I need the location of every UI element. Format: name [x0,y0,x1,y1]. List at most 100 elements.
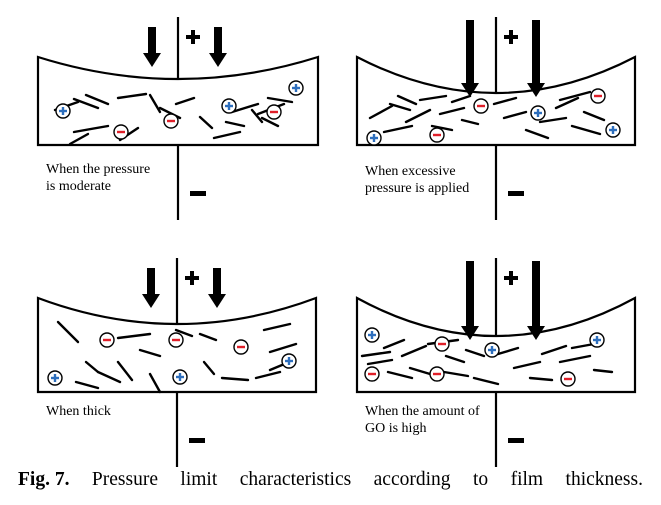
panel-high-go [355,258,637,467]
go-flake [148,93,162,114]
pressure-arrow-right-icon [209,27,227,67]
plus-terminal-icon [186,30,200,44]
go-flake [148,372,162,394]
panel-label-thick: When thick [46,404,111,419]
film-container [36,296,318,394]
go-flake [558,354,592,364]
go-flake [400,344,428,358]
go-flake [540,344,568,356]
go-flake [582,110,606,122]
negative-charge-icon [233,339,249,355]
go-flake [224,120,246,128]
pressure-arrow-left-icon [142,268,160,308]
go-flake [418,94,448,102]
go-flake [68,132,90,146]
go-flake [450,94,472,104]
go-flake [250,108,264,124]
go-flake [570,342,596,350]
caption-word: film [510,469,544,490]
go-flake [116,332,152,340]
go-flake [116,360,134,382]
go-flake [396,94,418,106]
negative-charge-icon [560,371,576,387]
go-flake [496,346,520,356]
negative-charge-icon [429,127,445,143]
film-container [355,55,637,147]
caption-word: according [373,469,451,490]
positive-charge-icon [172,369,188,385]
go-flake [442,370,470,378]
figure-caption: Fig. 7. Pressure limit characteristics a… [18,469,643,491]
go-flake [84,360,100,374]
go-flake [202,360,216,376]
positive-charge-icon [530,105,546,121]
go-flake [512,360,542,370]
go-flake [528,376,554,382]
pressure-arrow-right-icon [527,261,545,340]
go-flake [538,116,568,124]
go-flake [72,97,100,110]
pressure-arrow-left-icon [143,27,161,67]
negative-charge-icon [473,98,489,114]
go-flake [56,320,80,344]
go-flake [444,354,466,364]
go-flake [430,124,454,132]
go-flake [366,358,394,366]
positive-charge-icon [281,353,297,369]
plus-terminal-icon [504,271,518,285]
positive-charge-icon [55,103,71,119]
go-flake [558,90,592,102]
go-flake [368,104,394,120]
positive-charge-icon [364,327,380,343]
positive-charge-icon [484,342,500,358]
negative-charge-icon [429,366,445,382]
plus-terminal-icon [504,30,518,44]
pressure-arrow-left-icon [461,20,479,97]
go-flake [472,376,500,386]
go-flake [592,368,614,374]
pressure-arrow-right-icon [208,268,226,308]
minus-terminal-icon [190,191,206,196]
go-flake [388,102,412,112]
go-flake [198,332,218,342]
go-flake [212,130,242,140]
go-flake [492,96,518,106]
go-flake [460,118,480,126]
go-flake [404,108,432,124]
film-container [355,296,637,394]
minus-terminal-icon [508,191,524,196]
go-flake [254,370,282,380]
panel-label-high-go: When the amount of GO is high [365,404,480,436]
go-flake [116,92,148,100]
go-flake [262,322,292,332]
negative-charge-icon [113,124,129,140]
negative-charge-icon [168,332,184,348]
go-flake [266,96,294,104]
panel-label-excessive: When excessive pressure is applied [365,164,470,196]
go-flake [138,348,162,358]
caption-word: characteristics [239,469,352,490]
film-container [36,55,320,147]
negative-charge-icon [590,88,606,104]
go-flake [464,348,486,358]
go-flake [382,124,414,134]
negative-charge-icon [434,336,450,352]
caption-word: limit [180,469,218,490]
go-flake [570,124,602,136]
caption-word: Pressure [91,469,158,490]
go-flake [198,115,214,130]
positive-charge-icon [366,130,382,146]
positive-charge-icon [288,80,304,96]
go-flake [72,124,110,134]
go-flake [502,110,528,120]
go-flake [220,376,250,382]
go-flake [524,128,550,140]
go-flake [230,102,260,114]
go-flake [260,116,280,128]
go-flake [386,370,414,380]
go-flake [174,96,196,106]
pressure-arrow-right-icon [527,20,545,97]
go-flake [268,342,298,354]
plus-terminal-icon [185,271,199,285]
positive-charge-icon [221,98,237,114]
